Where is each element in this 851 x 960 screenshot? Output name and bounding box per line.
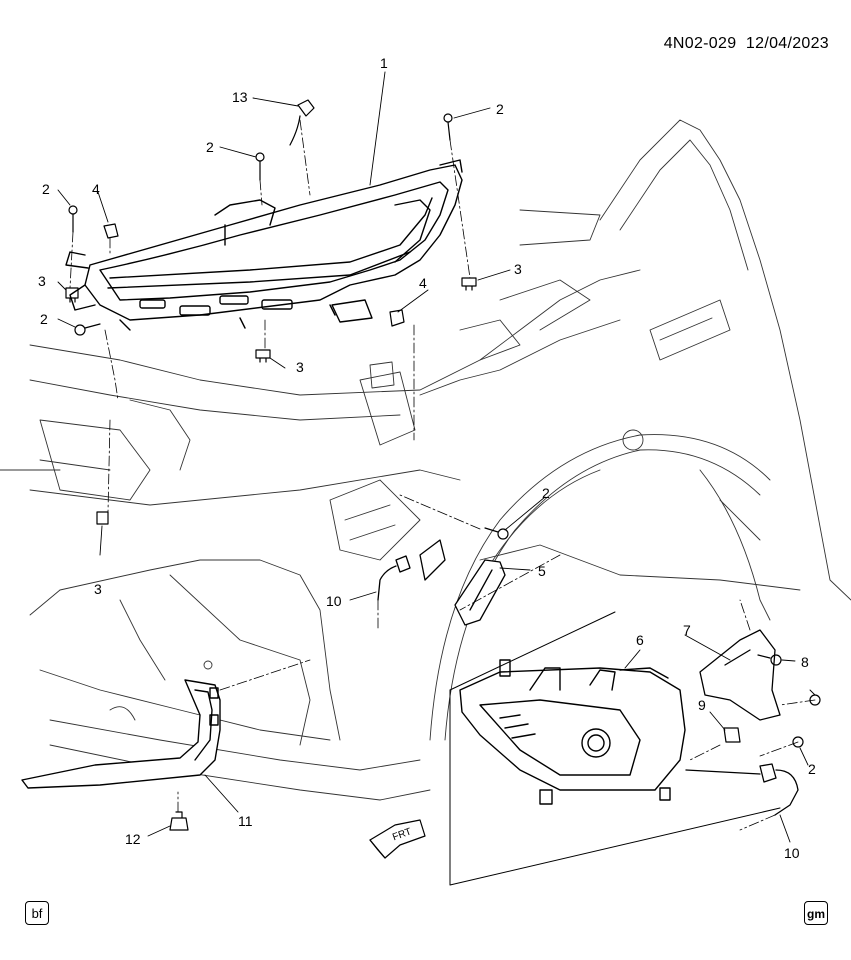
callout-8: 8 [801,654,809,670]
front-direction-arrow [369,819,426,859]
callout-2-lower-right: 2 [808,761,816,777]
fog-bezel-part-11 [21,679,221,789]
callout-2-top-right: 2 [496,101,504,117]
bolt-part-8 [757,654,782,666]
harness-part-10-lower [685,763,799,816]
callout-2-top-left: 2 [42,181,50,197]
diagram-header: 4N02-029 12/04/2023 [664,35,829,53]
gm-logo-badge: gm [804,901,828,925]
callout-12: 12 [125,831,141,847]
clip-parts-4 [103,223,405,327]
diagram-code: 4N02-029 [663,35,737,52]
diagram-date: 12/04/2023 [745,35,829,52]
clip-part-9 [723,727,741,743]
retainer-part-12 [169,811,189,831]
callout-13: 13 [232,89,248,105]
headlamp-assembly [65,159,463,331]
side-marker-part-5 [419,539,506,626]
callout-2-top-center: 2 [206,139,214,155]
callout-5: 5 [538,563,546,579]
callout-9: 9 [698,697,706,713]
callout-10-upper: 10 [326,593,342,609]
callout-11: 11 [238,813,253,829]
fog-lamp-group-frame [449,611,781,886]
callout-3-center: 3 [296,359,304,375]
callout-1: 1 [380,55,388,71]
connector-part-13 [289,99,315,146]
bracket-part-7 [699,629,781,721]
vehicle-body-outline [0,119,851,801]
callout-labels: 1 13 2 2 2 4 3 2 3 4 3 2 5 10 3 6 7 8 9 … [38,55,816,861]
harness-part-10-upper [377,555,411,601]
leader-lines [57,71,816,843]
dash-dot-lines [69,119,816,831]
callout-2-mid: 2 [542,485,550,501]
callout-3-lower: 3 [94,581,102,597]
callout-6: 6 [636,632,644,648]
callout-4-lower: 4 [419,275,427,291]
callout-7: 7 [683,622,691,638]
callout-10-lower: 10 [784,845,800,861]
callout-3-right: 3 [514,261,522,277]
fog-lamp-part-6 [459,659,686,805]
footer-badge-left: bf [25,901,49,925]
bolt-parts-2 [68,113,821,748]
callout-3-left: 3 [38,273,46,289]
nut-parts-3 [65,277,477,525]
callout-4-upper: 4 [92,181,100,197]
callout-2-left: 2 [40,311,48,327]
